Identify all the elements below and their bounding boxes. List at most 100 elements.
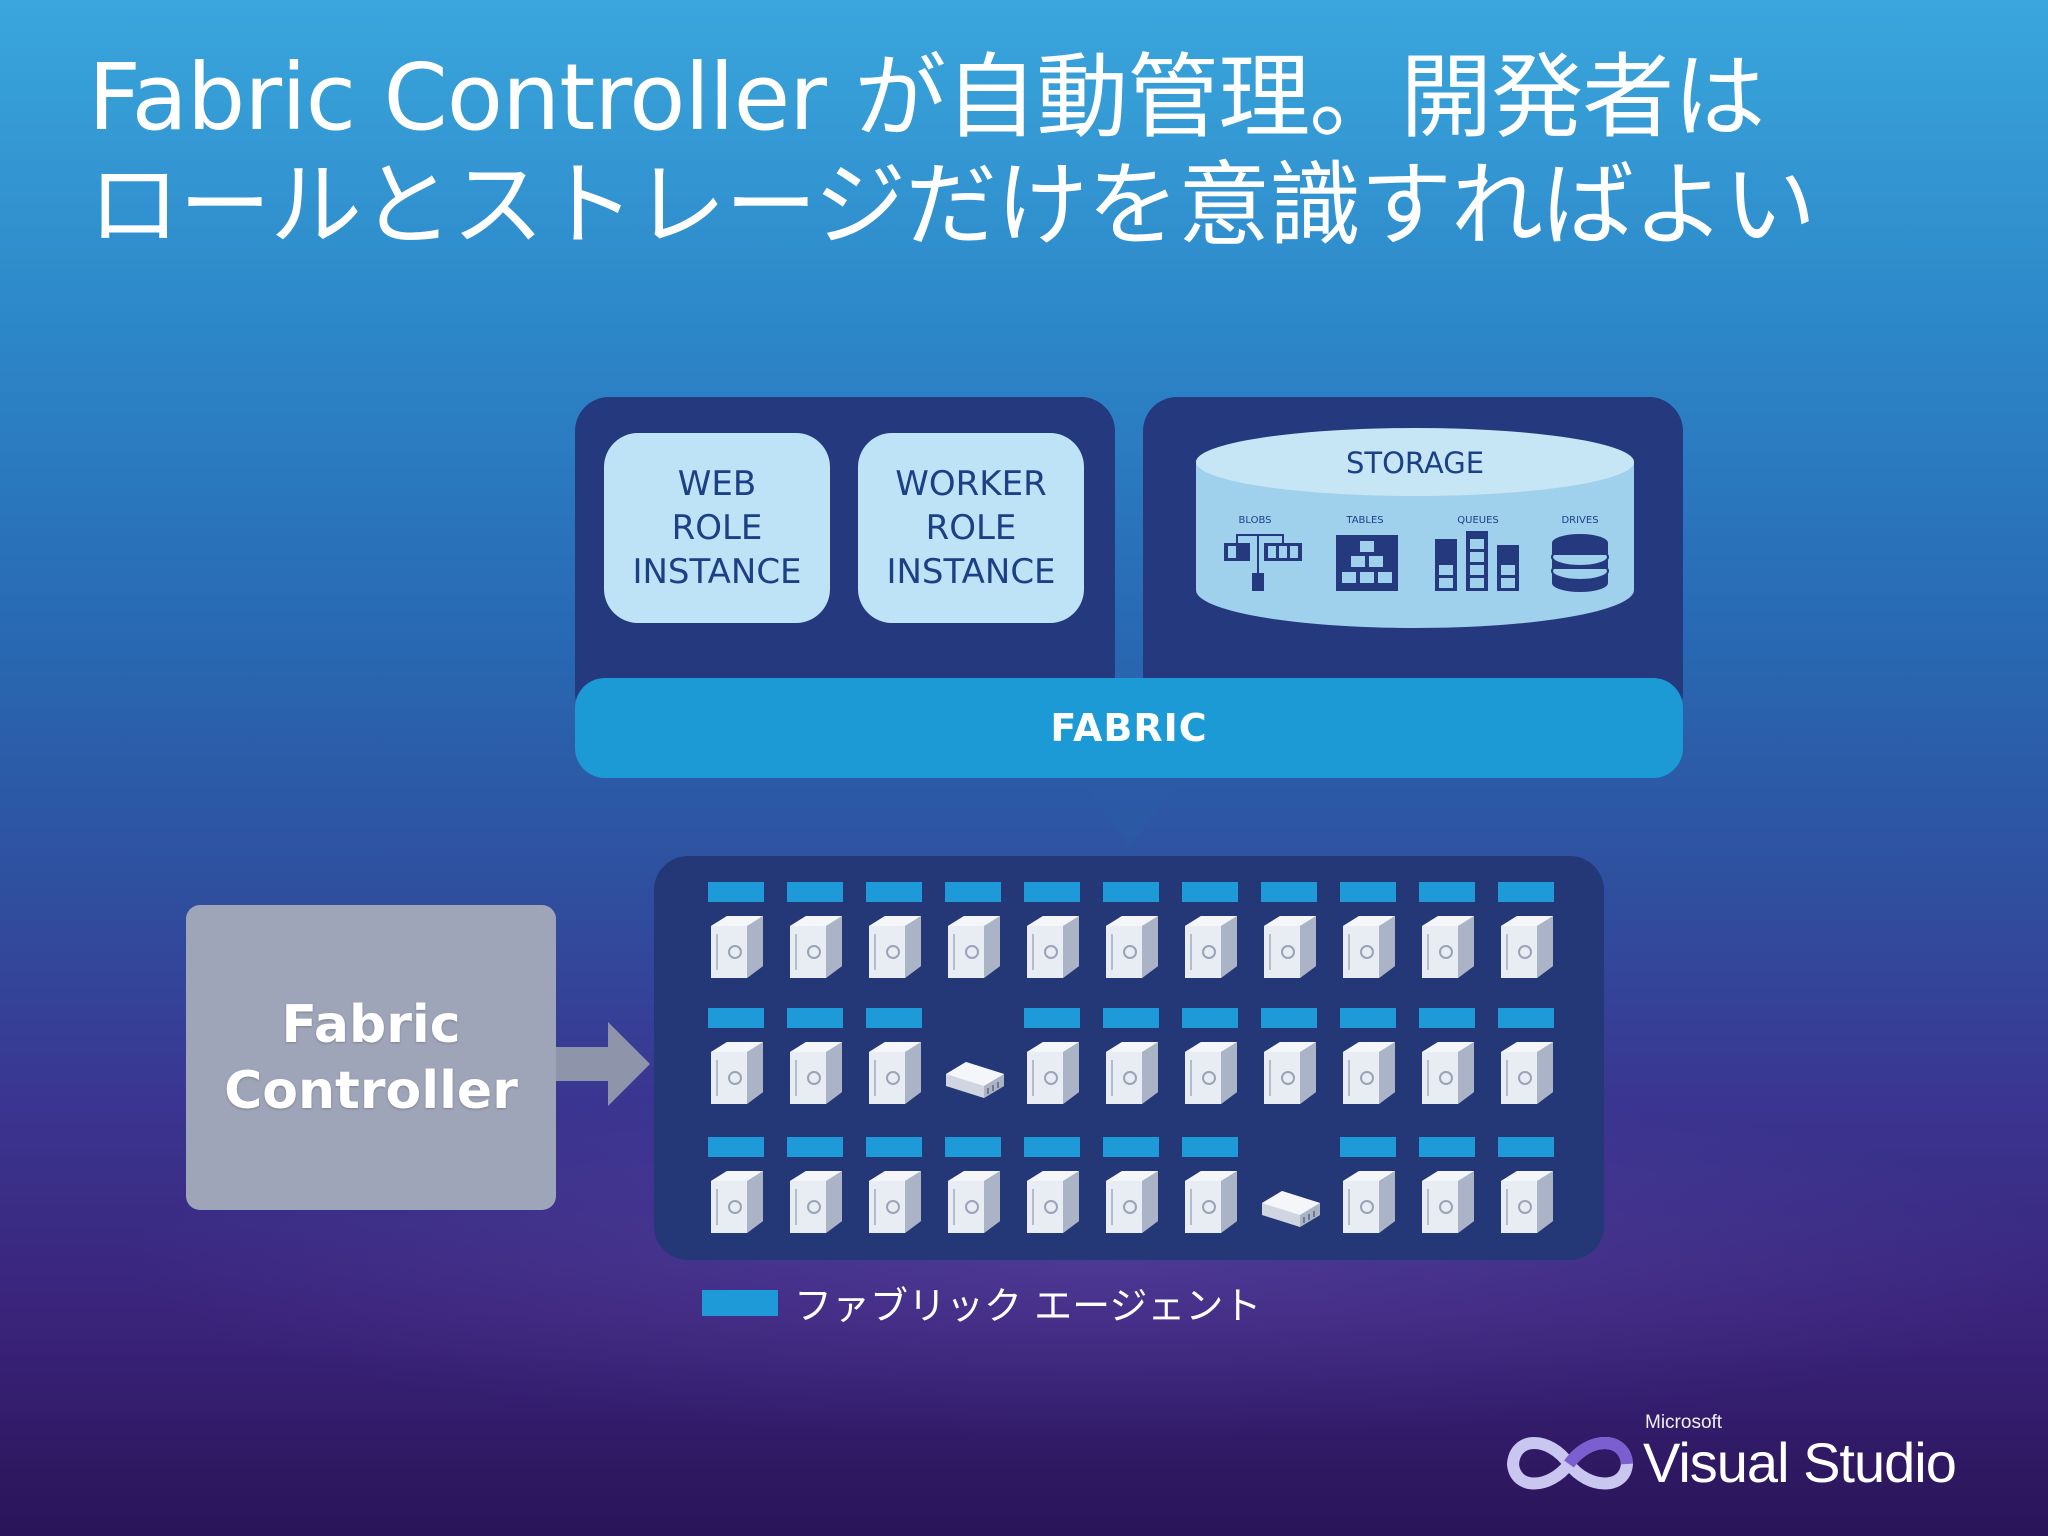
- server-icon: [1495, 912, 1557, 986]
- server-icon: [1179, 912, 1241, 986]
- server-cluster: [654, 856, 1604, 1260]
- storage-label: STORAGE: [1346, 446, 1484, 480]
- worker-role-line-1: WORKER: [895, 464, 1047, 504]
- drives-icon: [1551, 534, 1609, 592]
- server-icon: [784, 1038, 846, 1112]
- storage-cylinder-top: [1196, 428, 1634, 496]
- worker-role-line-3: INSTANCE: [886, 552, 1056, 592]
- legend-swatch: [702, 1289, 778, 1316]
- server-icon: [1100, 1038, 1162, 1112]
- fabric-agent-icon: [1103, 1008, 1159, 1028]
- fabric-agent-icon: [945, 882, 1001, 902]
- fabric-agent-icon: [1024, 882, 1080, 902]
- fabric-agent-icon: [1261, 882, 1317, 902]
- fabric-agent-icon: [1498, 1137, 1554, 1157]
- drives-label: DRIVES: [1561, 515, 1598, 526]
- fabric-agent-icon: [866, 882, 922, 902]
- fabric-agent-icon: [708, 882, 764, 902]
- server-icon: [1100, 1167, 1162, 1241]
- controller-line-2: Controller: [224, 1060, 518, 1121]
- web-role-line-1: WEB: [677, 464, 757, 504]
- fabric-agent-icon: [1103, 1137, 1159, 1157]
- server-icon: [942, 912, 1004, 986]
- fabric-agent-icon: [1419, 1137, 1475, 1157]
- fabric-bar: FABRIC: [575, 678, 1683, 778]
- server-icon: [1179, 1038, 1241, 1112]
- fabric-agent-icon: [787, 1008, 843, 1028]
- visual-studio-logo: Microsoft Visual Studio: [1505, 1410, 1975, 1510]
- fabric-agent-icon: [708, 1008, 764, 1028]
- server-icon: [1337, 912, 1399, 986]
- fabric-agent-icon: [787, 1137, 843, 1157]
- worker-role-line-2: ROLE: [925, 508, 1017, 548]
- fabric-agent-icon: [945, 1137, 1001, 1157]
- controller-arrow-icon: [556, 1022, 650, 1106]
- server-icon: [1416, 912, 1478, 986]
- infinity-logo-icon: [1506, 1437, 1634, 1490]
- web-role-line-3: INSTANCE: [632, 552, 802, 592]
- fabric-agent-icon: [1419, 1008, 1475, 1028]
- tables-label: TABLES: [1345, 515, 1383, 526]
- fabric-agent-icon: [1498, 1008, 1554, 1028]
- queues-icon: [1435, 531, 1519, 591]
- server-icon: [1258, 1038, 1320, 1112]
- fabric-agent-icon: [1498, 882, 1554, 902]
- slide-title: Fabric Controller が自動管理。開発者は ロールとストレージだけ…: [88, 44, 1988, 260]
- network-switch-icon: [942, 1038, 1008, 1112]
- controller-line-1: Fabric: [281, 994, 461, 1055]
- title-line-2: ロールとストレージだけを意識すればよい: [88, 152, 1816, 259]
- fabric-agent-icon: [1419, 882, 1475, 902]
- fabric-agent-icon: [787, 882, 843, 902]
- blobs-label: BLOBS: [1239, 515, 1272, 526]
- fabric-agent-icon: [1340, 882, 1396, 902]
- server-icon: [705, 1038, 767, 1112]
- server-icon: [1495, 1167, 1557, 1241]
- server-icon: [784, 912, 846, 986]
- server-icon: [863, 912, 925, 986]
- server-icon: [1337, 1167, 1399, 1241]
- worker-role-instance: WORKER ROLE INSTANCE: [858, 433, 1084, 623]
- server-icon: [1021, 912, 1083, 986]
- fabric-agent-icon: [1024, 1137, 1080, 1157]
- fabric-controller: Fabric Controller: [186, 905, 556, 1210]
- fabric-agent-icon: [1340, 1137, 1396, 1157]
- tables-icon: [1336, 535, 1398, 591]
- web-role-instance: WEB ROLE INSTANCE: [604, 433, 830, 623]
- server-icon: [1495, 1038, 1557, 1112]
- storage-cylinder: STORAGE BLOBS TABLES QUEUES DRIVES: [1196, 428, 1634, 628]
- title-line-1: Fabric Controller が自動管理。開発者は: [88, 44, 1765, 151]
- fabric-agent-icon: [1340, 1008, 1396, 1028]
- web-role-line-2: ROLE: [671, 508, 763, 548]
- server-icon: [784, 1167, 846, 1241]
- storage-cylinder-body: [1196, 462, 1634, 628]
- server-icon: [1258, 912, 1320, 986]
- fabric-agent-icon: [1103, 882, 1159, 902]
- fabric-agent-icon: [866, 1008, 922, 1028]
- server-icon: [1100, 912, 1162, 986]
- server-icon: [863, 1167, 925, 1241]
- fabric-agent-icon: [708, 1137, 764, 1157]
- server-icon: [942, 1167, 1004, 1241]
- fabric-agent-icon: [1182, 1008, 1238, 1028]
- fabric-pointer-icon: [1080, 778, 1180, 848]
- fabric-agent-icon: [1024, 1008, 1080, 1028]
- fabric-agent-icon: [866, 1137, 922, 1157]
- queues-label: QUEUES: [1457, 515, 1499, 526]
- fabric-agent-icon: [1182, 1137, 1238, 1157]
- server-icon: [1021, 1167, 1083, 1241]
- server-icon: [1179, 1167, 1241, 1241]
- server-icon: [1021, 1038, 1083, 1112]
- server-icon: [863, 1038, 925, 1112]
- server-icon: [1416, 1167, 1478, 1241]
- server-icon: [1416, 1038, 1478, 1112]
- logo-vendor: Microsoft: [1645, 1412, 1723, 1433]
- legend: ファブリック エージェント: [702, 1275, 1261, 1330]
- fabric-agent-icon: [1261, 1008, 1317, 1028]
- legend-label: ファブリック エージェント: [794, 1284, 1262, 1328]
- fabric-agent-icon: [1182, 882, 1238, 902]
- logo-product: Visual Studio: [1643, 1431, 1957, 1494]
- server-icon: [1337, 1038, 1399, 1112]
- blobs-icon: [1224, 534, 1302, 591]
- network-switch-icon: [1258, 1167, 1324, 1241]
- server-icon: [705, 1167, 767, 1241]
